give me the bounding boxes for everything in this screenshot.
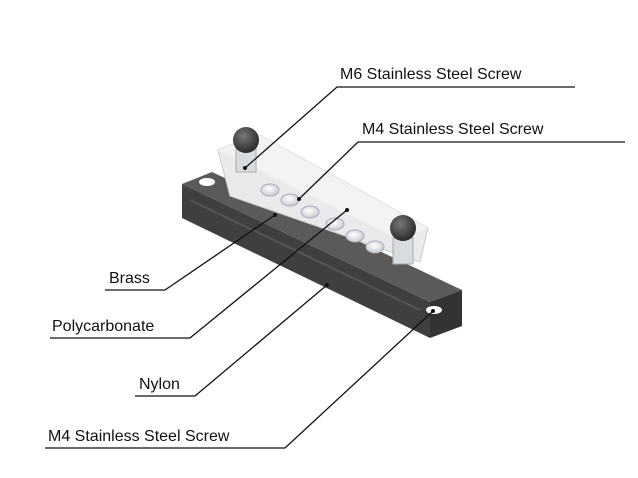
- label-nylon: Nylon: [139, 376, 180, 393]
- label-brass: Brass: [109, 270, 150, 287]
- brass-studs: [260, 183, 385, 254]
- m6-nut-right: [390, 215, 416, 265]
- m6-nut-left: [233, 127, 259, 173]
- nylon-base: [182, 172, 462, 338]
- label-m6-screw: M6 Stainless Steel Screw: [340, 66, 522, 83]
- label-m4-screw-top: M4 Stainless Steel Screw: [362, 121, 544, 138]
- mounting-hole-left: [199, 178, 215, 186]
- leader-lines: [45, 86, 625, 449]
- label-polycarbonate: Polycarbonate: [52, 318, 155, 335]
- label-m4-screw-bottom: M4 Stainless Steel Screw: [48, 428, 230, 445]
